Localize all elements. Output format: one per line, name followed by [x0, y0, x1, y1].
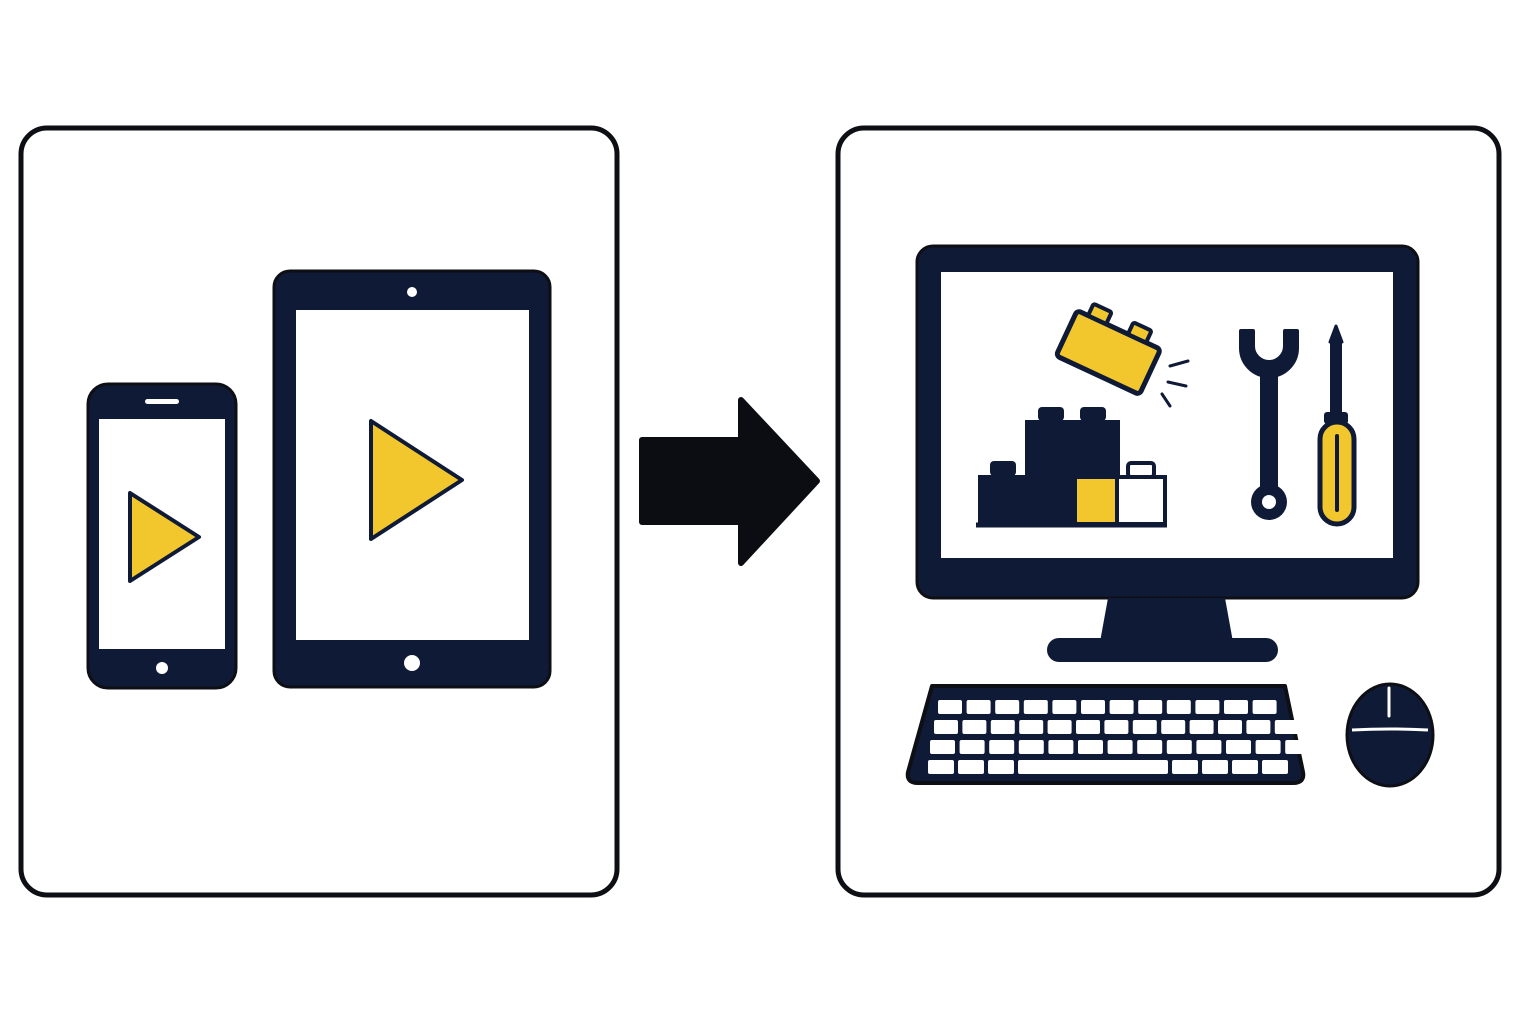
mouse-icon [1345, 682, 1435, 788]
keyboard-key [1189, 720, 1214, 734]
keyboard-key [990, 720, 1015, 734]
keyboard-key [1047, 720, 1072, 734]
keyboard-key [1109, 700, 1134, 714]
tablet-play-icon [369, 419, 464, 541]
keyboard-key [958, 760, 984, 774]
keyboard-key [1048, 740, 1074, 754]
keyboard-key [1161, 720, 1186, 734]
wrench-head [1239, 329, 1299, 378]
smartphone-play-icon [128, 491, 201, 583]
block-bottom-navy [978, 475, 1076, 525]
keyboard-key [1224, 700, 1248, 714]
tablet-icon [272, 269, 552, 689]
motion-lines [1160, 359, 1190, 408]
keyboard-key [1246, 720, 1271, 734]
keyboard-key [1262, 760, 1288, 774]
arrow-shape [639, 397, 820, 566]
building-blocks-icon [976, 302, 1190, 528]
keyboard-key [1218, 720, 1242, 734]
keyboard-key [938, 700, 962, 714]
keyboard-key [1202, 760, 1228, 774]
keyboard-key [1104, 720, 1129, 734]
keyboard-key [1172, 760, 1198, 774]
smartphone-home-button [156, 662, 168, 674]
keyboard-key [1132, 720, 1157, 734]
keyboard-key [966, 700, 991, 714]
keyboard-key [1052, 700, 1077, 714]
keyboard-key [1285, 740, 1311, 754]
keyboard-key [1255, 740, 1281, 754]
flying-block [1054, 302, 1162, 396]
arrow-right-icon [639, 397, 820, 566]
tablet-home-button [404, 655, 420, 671]
keyboard-spacebar [1018, 760, 1168, 774]
keyboard-key [1019, 720, 1044, 734]
tablet-camera [407, 287, 417, 297]
wrench-icon [1239, 329, 1299, 520]
keyboard-key [995, 700, 1020, 714]
right-panel [835, 125, 1502, 898]
keyboard-key [1195, 700, 1220, 714]
block-bottom-white [1115, 475, 1167, 526]
keyboard-key [1166, 740, 1192, 754]
keyboard-keys [928, 700, 1311, 774]
keyboard-key [988, 760, 1014, 774]
monitor-stand-base [1047, 638, 1278, 662]
keyboard-key [1274, 720, 1299, 734]
keyboard-key [959, 740, 985, 754]
keyboard-key [928, 760, 954, 774]
monitor-stand-neck [1100, 598, 1233, 642]
screwdriver-icon [1317, 324, 1357, 527]
mouse-button-line [1351, 727, 1429, 732]
mouse-body [1345, 682, 1435, 788]
keyboard-key [930, 740, 955, 754]
keyboard-key [1023, 700, 1048, 714]
smartphone-speaker [145, 399, 179, 404]
keyboard-key [1137, 740, 1163, 754]
block-bottom-yellow [1073, 475, 1119, 526]
keyboard-key [1196, 740, 1222, 754]
keyboard-key [1166, 700, 1191, 714]
keyboard-icon [905, 684, 1311, 785]
keyboard-key [1138, 700, 1163, 714]
keyboard-key [962, 720, 987, 734]
keyboard-key [1107, 740, 1133, 754]
keyboard-key [1252, 700, 1277, 714]
keyboard-key [1081, 700, 1105, 714]
screwdriver-shaft [1330, 340, 1342, 420]
keyboard-key [1226, 740, 1251, 754]
keyboard-key [934, 720, 958, 734]
block-top [1025, 420, 1120, 480]
keyboard-key [1232, 760, 1258, 774]
wrench-handle [1260, 370, 1278, 495]
smartphone-icon [86, 382, 238, 690]
left-panel [18, 125, 620, 898]
keyboard-key [1078, 740, 1103, 754]
keyboard-key [989, 740, 1015, 754]
keyboard-key [1018, 740, 1044, 754]
keyboard-key [1076, 720, 1100, 734]
